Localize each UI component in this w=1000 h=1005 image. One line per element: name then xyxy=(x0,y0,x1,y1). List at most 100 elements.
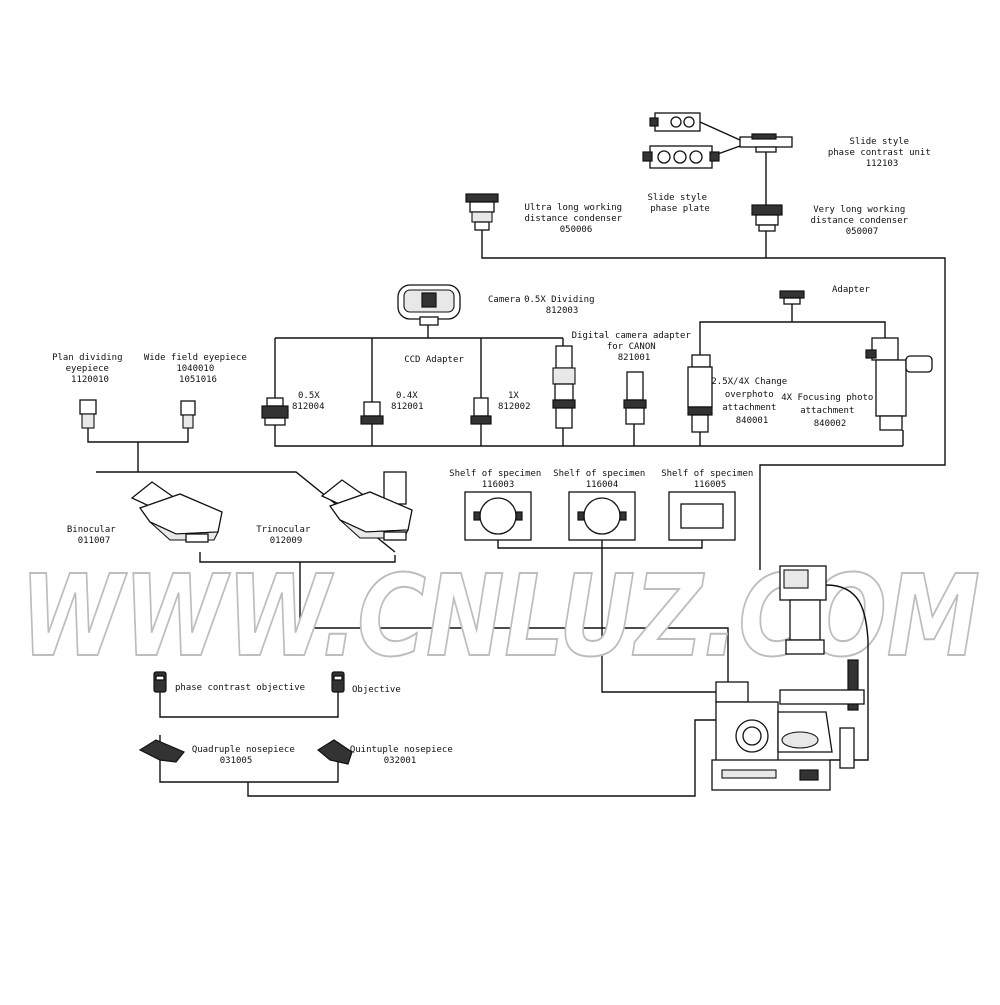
svg-text:Quintuple nosepiece 0320: Quintuple nosepiece 032001 xyxy=(350,745,458,766)
svg-text:Shelf of specimen 116005: Shelf of specimen 116005 xyxy=(661,469,759,490)
svg-text:Plan dividing eyepiece: Plan dividing eyepiece 1120010 xyxy=(52,353,128,385)
svg-text:Shelf of specimen 116004: Shelf of specimen 116004 xyxy=(553,469,651,490)
shelf-116004-icon xyxy=(568,491,636,541)
ccd-05x-code: 812004 xyxy=(292,402,325,412)
shelf-3-code: 116005 xyxy=(694,480,727,490)
ccd-1x-code: 812002 xyxy=(498,402,531,412)
very-condenser-icon xyxy=(751,204,783,232)
focusing-photo-label-2: attachment xyxy=(800,406,854,416)
digital-camera-adapter-label-2: for CANON xyxy=(607,342,656,352)
binocular-code: 011007 xyxy=(78,536,111,546)
phase-contrast-objective-label: phase contrast objective xyxy=(175,683,305,693)
shelf-116005-icon xyxy=(668,491,736,541)
plan-dividing-eyepiece-icon xyxy=(79,399,97,429)
objective-icon xyxy=(331,671,345,693)
slide-phase-plate-label-2: phase plate xyxy=(650,204,710,214)
wide-field-eyepiece-code-2: 1051016 xyxy=(179,375,217,385)
ccd-adapter-label: CCD Adapter xyxy=(404,355,464,365)
shelf-1-code: 116003 xyxy=(482,480,515,490)
shelf-3-label: Shelf of specimen xyxy=(661,469,753,479)
svg-text:0.5X 812004: 0.5X 812004 xyxy=(292,391,325,412)
change-overphoto-label-1: 2.5X/4X Change xyxy=(711,377,787,387)
change-overphoto-label-3: attachment xyxy=(722,403,776,413)
focusing-photo-attachment-icon xyxy=(865,337,933,431)
ccd-05x-label: 0.5X xyxy=(298,391,320,401)
camera-label: Camera xyxy=(488,295,521,305)
digital-camera-adapter-icon xyxy=(623,371,647,425)
ultra-condenser-code: 050006 xyxy=(560,225,593,235)
camera-icon xyxy=(397,284,461,326)
adapter-icon xyxy=(779,290,805,305)
slide-phase-plate-small-icon xyxy=(649,112,701,132)
wide-field-eyepiece-label: Wide field eyepiece xyxy=(144,353,247,363)
ccd-1x-label: 1X xyxy=(508,391,519,401)
ultra-condenser-label-2: distance condenser xyxy=(525,214,623,224)
shelf-2-code: 116004 xyxy=(586,480,619,490)
dividing-05x-label: 0.5X Dividing xyxy=(524,295,594,305)
inverted-microscope-icon xyxy=(711,565,869,791)
change-overphoto-attachment-icon xyxy=(687,354,713,433)
plan-dividing-eyepiece-code: 1120010 xyxy=(71,375,109,385)
phase-contrast-objective-icon xyxy=(153,671,167,693)
svg-text:Binocular 011007: Binocular 011007 xyxy=(67,525,121,546)
trinocular-code: 012009 xyxy=(270,536,303,546)
shelf-2-label: Shelf of specimen xyxy=(553,469,645,479)
focusing-photo-code: 840002 xyxy=(814,419,847,429)
quintuple-nosepiece-code: 032001 xyxy=(384,756,417,766)
slide-phase-unit-label-1: Slide style xyxy=(849,137,909,147)
very-condenser-code: 050007 xyxy=(846,227,879,237)
ccd-04x-code: 812001 xyxy=(391,402,424,412)
trinocular-head-icon xyxy=(320,471,413,541)
dividing-05x-tube-icon xyxy=(552,345,576,429)
very-condenser-label-2: distance condenser xyxy=(811,216,909,226)
trinocular-label: Trinocular xyxy=(256,525,311,535)
svg-text:Digital camera adapter f: Digital camera adapter for CANON 821001 xyxy=(572,331,697,363)
ccd-04x-label: 0.4X xyxy=(396,391,418,401)
ccd-1x-adapter-icon xyxy=(470,397,492,425)
svg-text:Very long working distan: Very long working distance condenser 050… xyxy=(811,205,914,237)
svg-text:Trinocular 012009: Trinocular 012009 xyxy=(256,525,316,546)
svg-text:Ultra long working dista: Ultra long working distance condenser 05… xyxy=(525,203,628,235)
quintuple-nosepiece-label: Quintuple nosepiece xyxy=(350,745,453,755)
wide-field-eyepiece-code-1: 1040010 xyxy=(176,364,214,374)
svg-text:Quadruple nosepiece 0310: Quadruple nosepiece 031005 xyxy=(192,745,300,766)
objective-label: Objective xyxy=(352,685,401,695)
very-condenser-label-1: Very long working xyxy=(813,205,905,215)
quintuple-nosepiece-icon xyxy=(316,739,353,765)
labels: Slide style phase contrast unit 112103 S… xyxy=(52,137,936,766)
svg-text:Shelf of specimen 116003: Shelf of specimen 116003 xyxy=(449,469,547,490)
quadruple-nosepiece-code: 031005 xyxy=(220,756,253,766)
quadruple-nosepiece-label: Quadruple nosepiece xyxy=(192,745,295,755)
svg-text:2.5X/4X Change overphoto: 2.5X/4X Change overphoto attachment 8400… xyxy=(711,377,792,426)
shelf-1-label: Shelf of specimen xyxy=(449,469,541,479)
svg-text:4X Focusing photo attach: 4X Focusing photo attachment 840002 xyxy=(781,393,879,429)
slide-phase-plate-label-1: Slide style xyxy=(647,193,707,203)
binocular-label: Binocular xyxy=(67,525,116,535)
watermark-text: WWW.CNLUZ.COM xyxy=(20,552,980,682)
digital-camera-adapter-label-1: Digital camera adapter xyxy=(572,331,692,341)
svg-text:Wide field eyepiece 1040: Wide field eyepiece 1040010 1051016 xyxy=(144,353,252,385)
dividing-05x-code: 812003 xyxy=(546,306,579,316)
plan-dividing-eyepiece-label-2: eyepiece xyxy=(66,364,109,374)
shelf-116003-icon xyxy=(464,491,532,541)
binocular-head-icon xyxy=(130,481,223,543)
ccd-04x-adapter-icon xyxy=(360,401,384,425)
slide-phase-plate-large-icon xyxy=(642,145,720,169)
svg-text:0.5X Dividing 812003: 0.5X Dividing 812003 xyxy=(524,295,600,316)
change-overphoto-code: 840001 xyxy=(736,416,769,426)
slide-phase-unit-code: 112103 xyxy=(866,159,899,169)
svg-text:1X 812002: 1X 812002 xyxy=(498,391,531,412)
change-overphoto-label-2: overphoto xyxy=(725,390,774,400)
slide-phase-unit-label-2: phase contrast unit xyxy=(828,148,931,158)
ccd-05x-adapter-icon xyxy=(261,397,289,426)
digital-camera-adapter-code: 821001 xyxy=(618,353,651,363)
wide-field-eyepiece-icon xyxy=(180,400,196,429)
adapter-label: Adapter xyxy=(832,285,871,295)
plan-dividing-eyepiece-label-1: Plan dividing xyxy=(52,353,122,363)
svg-text:Slide style phase contra: Slide style phase contrast unit 112103 xyxy=(828,137,936,169)
ultra-condenser-label-1: Ultra long working xyxy=(525,203,623,213)
svg-text:0.4X 812001: 0.4X 812001 xyxy=(391,391,424,412)
ultra-condenser-icon xyxy=(465,193,499,231)
